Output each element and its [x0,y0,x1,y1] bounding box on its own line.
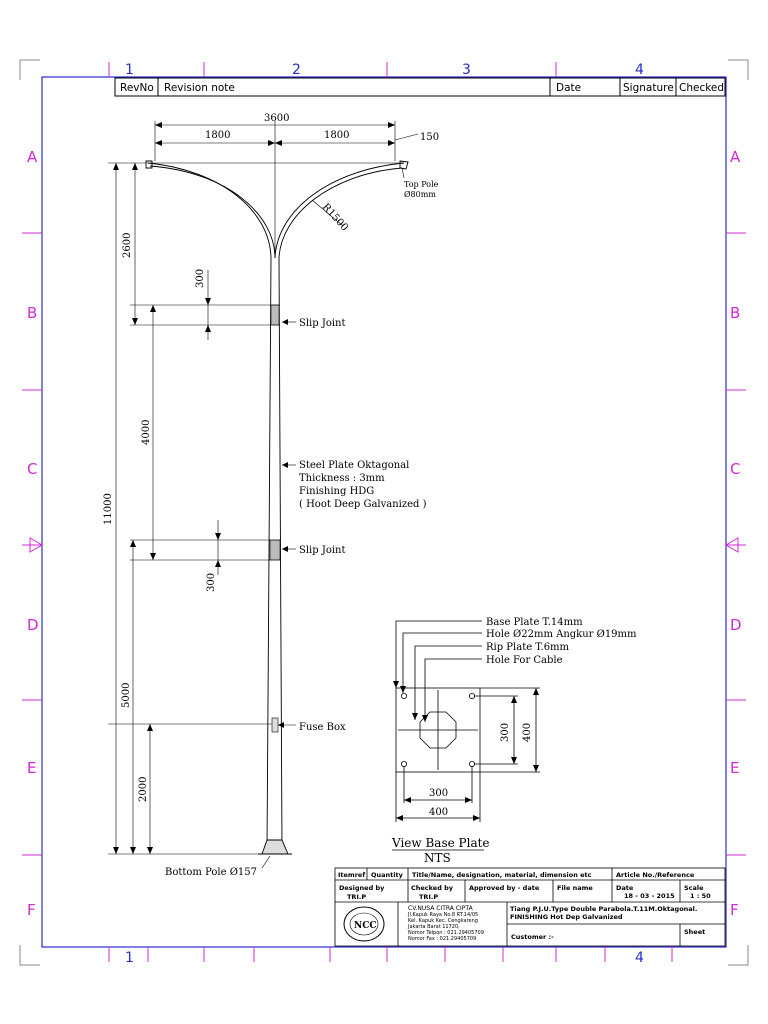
dim-tip: 150 [420,132,439,143]
tb-scale-label: Scale [684,884,704,892]
title-block [334,867,726,947]
tb-scale-value: 1 : 50 [690,892,711,900]
dim-slip-lower: 300 [206,573,217,592]
note-top-pole-diameter: Ø80mm [404,190,436,199]
company-logo: NCC [343,906,385,942]
company-tel: Nomor Telpon : 021.29405709 [408,930,484,936]
tb-sheet-label: Sheet [684,928,705,936]
rev-no-label: RevNo [120,82,154,94]
tb-date-value: 18 - 03 - 2015 [624,892,675,900]
logo-text: NCC [354,921,377,931]
center-marks [29,537,739,553]
grid-row-c-right: C [730,460,740,478]
tb-checked-by-label: Checked by [411,884,454,892]
note-slip-joint-upper: Slip Joint [299,318,346,329]
grid-col-2-top: 2 [292,62,301,78]
dim-half-left: 1800 [205,130,230,141]
grid-col-1-top: 1 [125,62,134,78]
dim-radius: R1500 [320,202,350,234]
grid-col-1-bottom: 1 [125,950,134,966]
note-thickness: Thickness : 3mm [299,473,385,484]
dim-lower: 5000 [121,683,132,708]
dim-upper: 2600 [122,233,133,258]
drawing-title-2: FINISHING Hot Dep Galvanized [510,913,623,921]
note-slip-joint-lower: Slip Joint [299,545,346,556]
tb-checked-by: TRI.P [419,893,438,901]
tb-quantity: Quantity [371,871,404,879]
tb-itemref: Itemref [338,871,365,879]
grid-col-3-top: 3 [462,62,471,78]
revision-note-label: Revision note [164,82,235,94]
revision-header: RevNo Revision note Date Signature Check… [114,77,726,97]
base-dim-inner-h: 300 [429,788,448,799]
company-name: CV.NUSA CITRA CIPTA [408,905,474,912]
dim-slip-upper: 300 [195,269,206,288]
note-steel-plate: Steel Plate Oktagonal [299,460,409,471]
tb-designed-by-label: Designed by [339,884,385,892]
hole-label: Hole Ø22mm Angkur Ø19mm [486,629,637,640]
grid-row-b-left: B [27,304,37,322]
grid-row-a-left: A [27,148,38,166]
note-top-pole: Top Pole [404,180,439,189]
rip-plate-label: Rip Plate T.6mm [486,642,570,653]
tb-designed-by: TRI.P [347,893,366,901]
grid-col-4-bottom: 4 [635,950,644,966]
company-addr-1: Jl.Kapuk Raya No.8 RT.14/05 [407,912,478,918]
checked-label: Checked [679,82,724,94]
view-scale: NTS [424,851,451,865]
note-bottom-pole: Bottom Pole Ø157 [165,867,257,878]
company-addr-2: Kel. Kapuk Kec. Cengkareng [408,918,478,924]
tb-article-header: Article No./Reference [616,871,695,879]
drawing-frame [41,76,727,948]
note-galvanized: ( Hoot Deep Galvanized ) [299,499,427,510]
drawing-title-1: Tiang P.J.U.Type Double Parabola.T.11M.O… [510,905,697,913]
grid-row-e-left: E [27,759,36,777]
arrowheads [113,122,395,854]
dim-height-total: 11000 [103,493,114,525]
dim-middle: 4000 [141,420,152,445]
note-fuse-box: Fuse Box [299,722,346,733]
base-dim-inner-v: 300 [500,723,511,742]
dim-total-width: 3600 [264,113,289,124]
tb-file-name-label: File name [557,884,593,892]
grid-row-c-left: C [27,460,37,478]
grid-row-a-right: A [730,148,741,166]
grid-row-f-left: F [27,901,36,919]
tb-approved-label: Approved by - date [469,884,540,892]
date-label: Date [556,82,581,94]
note-finishing: Finishing HDG [299,486,374,497]
pole-drawing [145,160,409,855]
grid-row-b-right: B [730,304,740,322]
grid-row-d-right: D [730,616,742,634]
tb-date-label: Date [616,884,634,892]
grid-row-f-right: F [730,901,739,919]
base-plate-view [395,620,540,822]
tb-customer-label: Customer :- [511,933,554,941]
dim-fuse-height: 2000 [138,777,149,802]
base-dim-outer-h: 400 [429,807,448,818]
tb-title-header: Title/Name, designation, material, dimen… [412,871,592,879]
grid-ticks [22,62,746,962]
dim-half-right: 1800 [324,130,349,141]
base-plate-label: Base Plate T.14mm [486,617,583,628]
hole-cable-label: Hole For Cable [486,655,563,666]
company-fax: Nomor Fax : 021.29405709 [408,936,476,942]
grid-row-e-right: E [730,759,739,777]
base-dim-outer-v: 400 [522,723,533,742]
grid-row-d-left: D [27,616,39,634]
view-base-plate-title: View Base Plate [391,836,490,850]
grid-col-4-top: 4 [635,62,644,78]
company-addr-3: Jakarta Barat 11720, [407,924,460,930]
base-plate-arrowheads [393,681,539,821]
corner-marks [19,59,749,966]
signature-label: Signature [623,82,674,94]
